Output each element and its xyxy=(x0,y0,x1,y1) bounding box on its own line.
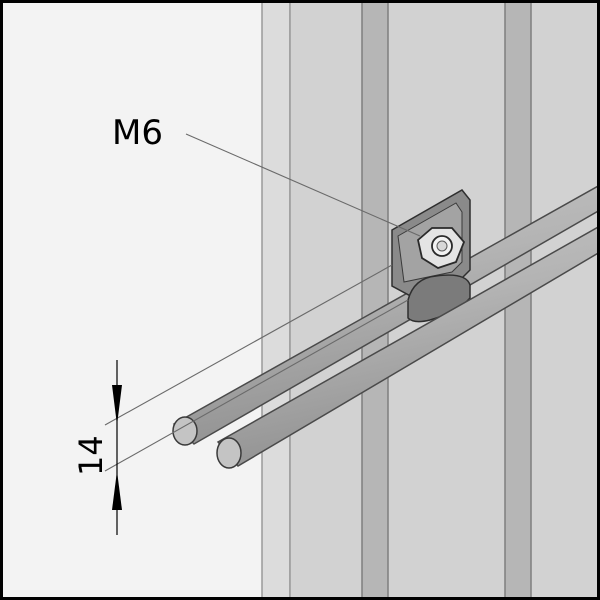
vertical-bar-1 xyxy=(361,0,389,600)
diameter-label: 14 xyxy=(72,435,110,476)
rod-lower xyxy=(216,225,600,469)
dimension-arrow-top xyxy=(112,385,122,425)
panel-strip-left xyxy=(261,0,291,600)
rod-upper-end xyxy=(172,416,198,446)
thread-size-label: M6 xyxy=(112,113,163,153)
fence-panel xyxy=(261,0,600,600)
rod-lower-end xyxy=(216,437,242,469)
dimension-arrow-bottom xyxy=(112,471,122,510)
diameter-dimension xyxy=(104,264,409,535)
thread-leader-line xyxy=(185,133,421,237)
extension-line-bottom xyxy=(104,299,409,472)
clamp-bracket xyxy=(391,189,471,323)
extension-line-top xyxy=(104,264,393,426)
vertical-bars xyxy=(361,0,532,600)
